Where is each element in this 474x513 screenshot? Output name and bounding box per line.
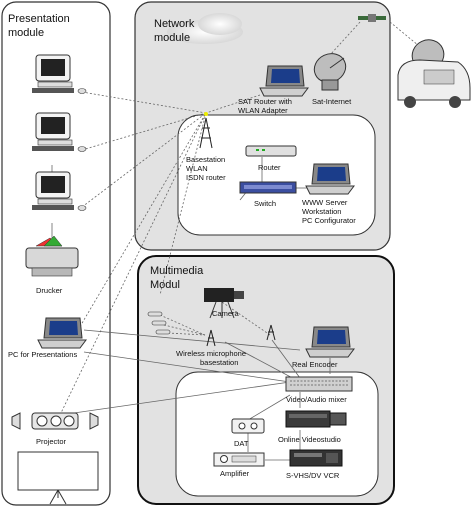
monitor-icon <box>32 171 87 211</box>
switch-icon <box>239 181 297 194</box>
network-module-title-1: Network <box>154 18 195 30</box>
basestation-label-3: ISDN router <box>186 173 226 182</box>
www-server-label-2: Workstation <box>302 207 341 216</box>
www-server-label-1: WWW Server <box>302 198 348 207</box>
dat-label: DAT <box>234 439 249 448</box>
dat-icon <box>231 418 265 434</box>
connection-lines <box>51 21 431 461</box>
basestation-label-2: WLAN <box>186 164 208 173</box>
antenna-tower-icon <box>266 324 276 341</box>
satellite-dish-icon <box>313 53 347 91</box>
cloud-icon <box>167 13 243 44</box>
presentation-module-title-2: module <box>8 27 44 39</box>
antenna-tower-icon <box>206 329 216 347</box>
videostudio-icon <box>285 410 347 428</box>
camera-icon <box>204 288 244 319</box>
online-videostudio-label: Online Videostudio <box>278 435 341 444</box>
camera-label: Camera <box>212 309 240 318</box>
sat-internet-label: Sat-Internet <box>312 97 352 106</box>
laptop-icon <box>259 65 309 97</box>
mixer-label: Video/Audio mixer <box>286 395 347 404</box>
laptop-icon <box>305 326 355 358</box>
real-encoder-label: Real Encoder <box>292 360 338 369</box>
satellite-icon <box>358 14 386 22</box>
mixer-icon <box>285 376 353 392</box>
monitor-icon <box>32 54 87 94</box>
router-label: Router <box>258 163 281 172</box>
projection-screen-icon <box>17 451 99 505</box>
wireless-mic-label-1: Wireless microphone <box>176 349 246 358</box>
presentation-module-title-1: Presentation <box>8 13 70 25</box>
network-module-title-2: module <box>154 32 190 44</box>
printer-icon <box>25 235 79 277</box>
www-server-label-3: PC Configurator <box>302 216 356 225</box>
projector-icon <box>11 412 99 430</box>
amplifier-label: Amplifier <box>220 469 250 478</box>
vcr-label: S-VHS/DV VCR <box>286 471 340 480</box>
switch-label: Switch <box>254 199 276 208</box>
multimedia-module-title-2: Modul <box>150 279 180 291</box>
sat-router-label-2: WLAN Adapter <box>238 106 288 115</box>
wireless-mic-label-2: basestation <box>200 358 238 367</box>
drucker-label: Drucker <box>36 286 63 295</box>
pc-for-presentations-label: PC for Presentations <box>8 350 77 359</box>
router-icon <box>245 145 297 157</box>
multimedia-module-title-1: Multimedia <box>150 265 204 277</box>
sat-router-label-1: SAT Router with <box>238 97 292 106</box>
microphone-icon <box>147 311 171 335</box>
satellite-van-icon <box>397 39 471 108</box>
network-inner-box <box>177 114 376 236</box>
vcr-icon <box>289 449 343 467</box>
monitor-icon <box>32 112 87 152</box>
amplifier-icon <box>213 452 265 467</box>
laptop-icon <box>37 317 87 349</box>
laptop-icon <box>305 163 355 195</box>
basestation-label-1: Basestation <box>186 155 225 164</box>
antenna-tower-icon <box>199 112 213 149</box>
projector-label: Projector <box>36 437 67 446</box>
